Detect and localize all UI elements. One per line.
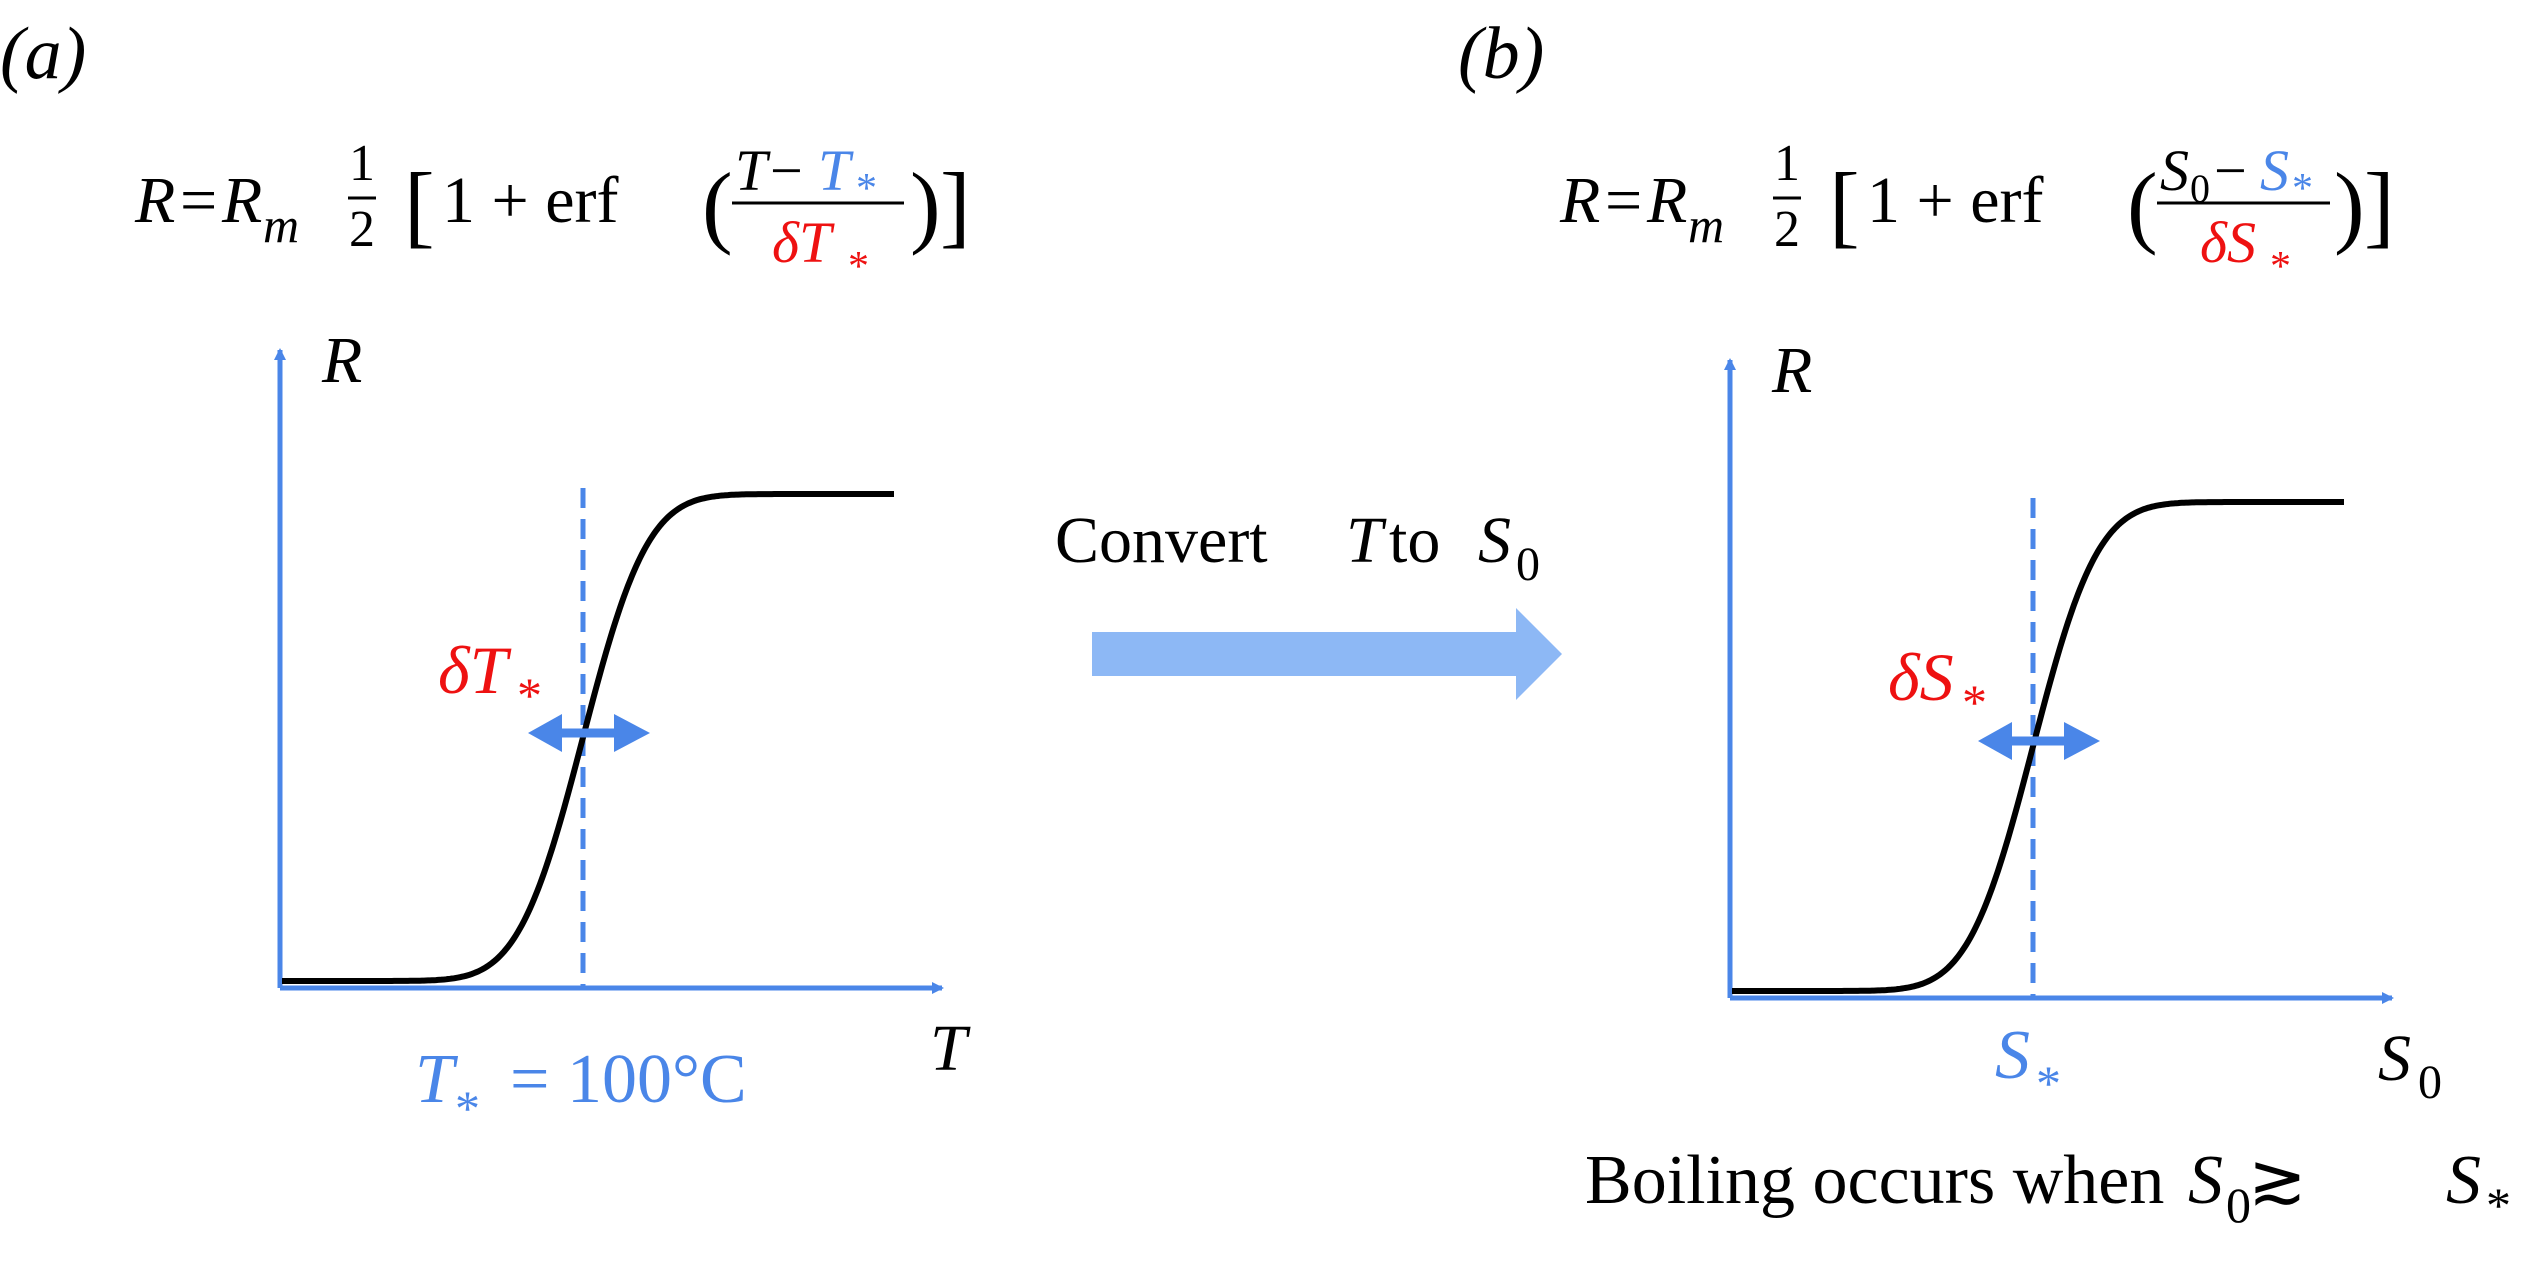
panel-a-label: (a)	[0, 13, 86, 95]
formula-b-num-threshold-sub: *	[2292, 166, 2313, 212]
formula-b-half-num: 1	[1774, 135, 1800, 192]
formula-b-half-den: 2	[1774, 201, 1800, 258]
formula-a-left-paren: (	[702, 154, 733, 256]
panel-a-sigmoid-curve	[282, 491, 894, 984]
convert-text-prefix: Convert	[1055, 504, 1268, 577]
formula-a-left-bracket: [	[404, 154, 435, 256]
formula-b-coef: R	[1646, 164, 1687, 237]
formula-a-num-var: T	[735, 138, 771, 203]
panel-a-width-arrow	[528, 714, 650, 752]
panel-a-width-label-sub: *	[517, 667, 542, 723]
formula-a-half-num: 1	[349, 135, 375, 192]
panel-a-y-axis-label: R	[321, 324, 362, 397]
formula-a-coef-sub: m	[263, 197, 299, 253]
formula-b-equals: =	[1605, 164, 1642, 237]
convert-text-to-sub: 0	[1516, 538, 1540, 591]
formula-b-minus: −	[2214, 138, 2247, 203]
formula-b-coef-sub: m	[1688, 197, 1724, 253]
panel-b-formula: R = R m 1 2 [ 1 + erf ( S 0 − S * δS * )…	[1559, 135, 2395, 290]
panel-b-label: (b)	[1458, 13, 1544, 95]
panel-a-width-label: δT	[438, 632, 512, 708]
panel-b-caption-var: S	[2188, 1142, 2223, 1219]
panel-b-y-axis-label: R	[1771, 334, 1812, 407]
formula-b-right-bracket: ]	[2364, 154, 2395, 256]
formula-a-coef: R	[221, 164, 262, 237]
formula-b-den-sub: *	[2270, 244, 2291, 290]
convert-arrow: Convert T to S 0	[1055, 504, 1562, 700]
formula-a-num-threshold: T	[818, 138, 854, 203]
convert-text-middle: to	[1389, 504, 1440, 577]
panel-b-threshold-label-sub: *	[2036, 1055, 2061, 1111]
formula-b-left-paren: (	[2127, 154, 2158, 256]
formula-b-den: δS	[2200, 210, 2256, 275]
formula-a-right-bracket: ]	[940, 154, 971, 256]
panel-a-threshold-label: T	[415, 1041, 459, 1118]
formula-a-den: δT	[772, 210, 835, 275]
formula-b-right-paren: )	[2334, 154, 2365, 256]
panel-b-width-label-sub: *	[1962, 674, 1987, 730]
panel-b-caption-star: S	[2446, 1142, 2481, 1219]
panel-a-x-axis-label: T	[930, 1012, 971, 1085]
formula-a-lhs: R	[134, 164, 175, 237]
formula-b-num-var-sub: 0	[2190, 166, 2210, 211]
formula-a-num-threshold-sub: *	[856, 166, 877, 212]
panel-b-width-arrow	[1978, 722, 2100, 760]
panel-b-caption-star-sub: *	[2486, 1177, 2511, 1233]
panel-b-x-axis-label: S	[2378, 1022, 2411, 1095]
formula-b-num-threshold: S	[2260, 138, 2289, 203]
formula-a-half-den: 2	[349, 201, 375, 258]
formula-b-lhs: R	[1559, 164, 1600, 237]
panel-b-threshold-label: S	[1995, 1017, 2030, 1094]
convert-text-from: T	[1346, 504, 1387, 577]
formula-a-minus: −	[770, 138, 803, 203]
formula-a-right-paren: )	[910, 154, 941, 256]
panel-a: (a) R = R m 1 2 [ 1 + erf ( T − T * δT *…	[0, 13, 971, 1136]
formula-b-left-bracket: [	[1829, 154, 1860, 256]
panel-b-caption-prefix: Boiling occurs when	[1585, 1142, 2164, 1219]
panel-a-threshold-value: = 100°C	[510, 1041, 747, 1118]
panel-a-formula: R = R m 1 2 [ 1 + erf ( T − T * δT * ) ]	[134, 135, 971, 290]
formula-a-den-sub: *	[848, 244, 869, 290]
panel-b-width-label: δS	[1888, 639, 1954, 715]
formula-b-num-var: S	[2160, 138, 2189, 203]
panel-b-sigmoid-curve	[1732, 499, 2344, 994]
convert-arrow-shape	[1092, 608, 1562, 700]
panel-b-caption-rel: ≳	[2248, 1142, 2307, 1219]
formula-a-one-plus-erf: 1 + erf	[442, 164, 618, 237]
panel-b-caption-var-sub: 0	[2226, 1177, 2251, 1233]
convert-text-to: S	[1478, 504, 1511, 577]
formula-a-equals: =	[180, 164, 217, 237]
panel-b-x-axis-label-sub: 0	[2418, 1056, 2442, 1109]
formula-b-one-plus-erf: 1 + erf	[1867, 164, 2043, 237]
panel-a-threshold-label-sub: *	[455, 1080, 480, 1136]
panel-b: (b) R = R m 1 2 [ 1 + erf ( S 0 − S * δS…	[1458, 13, 2511, 1233]
